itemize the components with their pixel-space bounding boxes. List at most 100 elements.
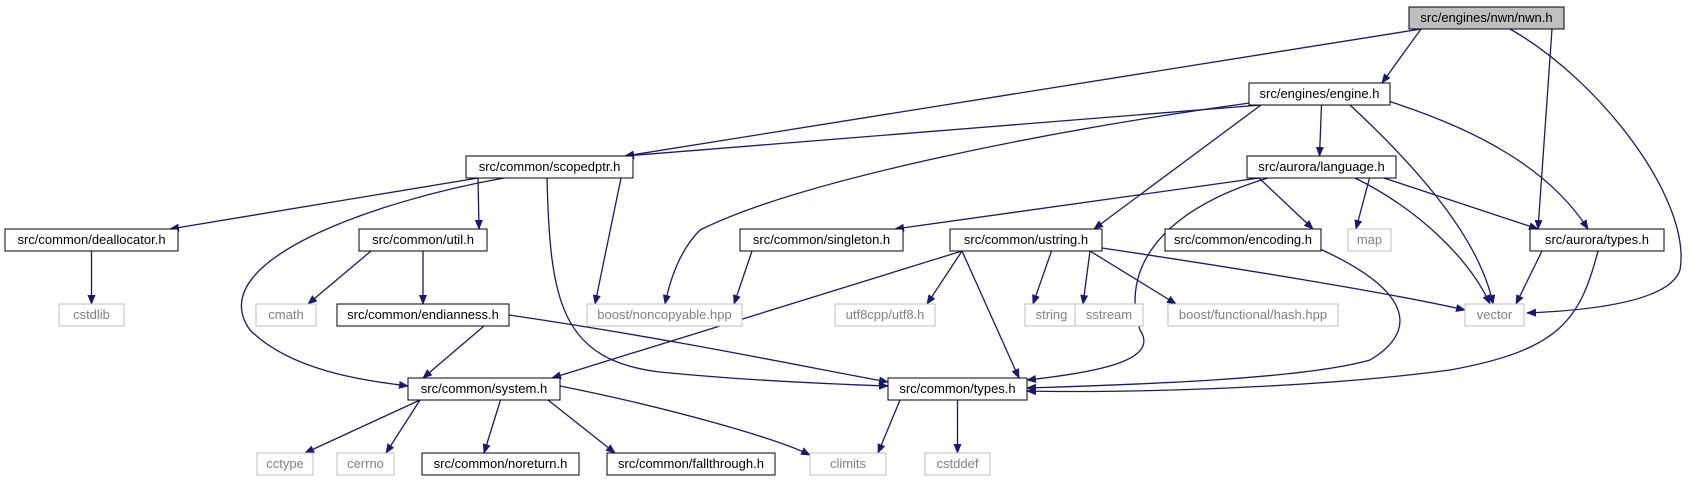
edge-system-to-cctype — [304, 399, 421, 454]
node-nwn[interactable]: src/engines/nwn/nwn.h — [1408, 6, 1565, 30]
node-map: map — [1347, 228, 1392, 252]
node-label-endianness: src/common/endianness.h — [347, 307, 499, 322]
edge-nwn-to-scopedptr — [624, 28, 1422, 159]
node-hash: boost/functional/hash.hpp — [1167, 303, 1339, 327]
node-label-cstddef: cstddef — [937, 456, 979, 471]
node-box-map — [1347, 228, 1392, 252]
node-label-map: map — [1357, 232, 1382, 247]
node-label-singleton: src/common/singleton.h — [753, 232, 890, 247]
node-scopedptr[interactable]: src/common/scopedptr.h — [465, 155, 634, 179]
node-climits: climits — [809, 452, 887, 476]
node-box-ustring — [949, 228, 1103, 252]
node-cstddef: cstddef — [924, 452, 991, 476]
edge-ustring-to-sstream — [1080, 250, 1091, 305]
node-label-climits: climits — [830, 456, 867, 471]
node-label-cctype: cctype — [266, 456, 304, 471]
node-label-commontypes: src/common/types.h — [899, 381, 1015, 396]
edge-engine-to-noncopyable — [662, 101, 1258, 305]
node-label-sstream: sstream — [1086, 307, 1132, 322]
node-box-climits — [809, 452, 887, 476]
node-label-language: src/aurora/language.h — [1258, 159, 1384, 174]
node-sstream: sstream — [1074, 303, 1144, 327]
node-label-hash: boost/functional/hash.hpp — [1179, 307, 1327, 322]
edge-system-to-cerrno — [385, 399, 421, 454]
node-cerrno: cerrno — [336, 452, 395, 476]
node-util[interactable]: src/common/util.h — [358, 228, 488, 252]
node-string: string — [1024, 303, 1079, 327]
edge-scopedptr-to-commontypes — [546, 177, 889, 390]
node-vector: vector — [1464, 303, 1525, 327]
edge-util-to-cmath — [307, 250, 372, 305]
node-box-deallocator — [4, 228, 179, 252]
edge-auroratypes-to-vector — [1515, 250, 1543, 305]
node-endianness[interactable]: src/common/endianness.h — [336, 303, 510, 327]
node-box-fallthrough — [606, 452, 776, 476]
node-label-encoding: src/common/encoding.h — [1174, 232, 1312, 247]
node-noreturn[interactable]: src/common/noreturn.h — [421, 452, 580, 476]
node-label-auroratypes: src/aurora/types.h — [1545, 232, 1649, 247]
node-label-cstdlib: cstdlib — [73, 307, 110, 322]
edge-auroratypes-to-commontypes — [1026, 250, 1599, 396]
node-box-sstream — [1074, 303, 1144, 327]
node-box-commontypes — [887, 377, 1028, 401]
edge-system-to-noreturn — [482, 399, 502, 454]
edge-nwn-to-engine — [1381, 28, 1422, 84]
node-label-fallthrough: src/common/fallthrough.h — [618, 456, 764, 471]
edge-language-to-singleton — [894, 177, 1260, 232]
node-label-vector: vector — [1477, 307, 1513, 322]
edge-ustring-to-utf8 — [926, 250, 963, 305]
node-label-scopedptr: src/common/scopedptr.h — [479, 159, 621, 174]
node-box-cerrno — [336, 452, 395, 476]
nodes-layer: src/engines/nwn/nwn.h src/engines/engine.… — [4, 6, 1665, 476]
node-commontypes[interactable]: src/common/types.h — [887, 377, 1028, 401]
node-auroratypes[interactable]: src/aurora/types.h — [1529, 228, 1665, 252]
node-deallocator[interactable]: src/common/deallocator.h — [4, 228, 179, 252]
node-label-nwn: src/engines/nwn/nwn.h — [1420, 10, 1552, 25]
edge-nwn-to-auroratypes — [1534, 28, 1553, 230]
edge-commontypes-to-climits — [877, 399, 901, 454]
edge-system-to-fallthrough — [547, 399, 616, 454]
node-box-hash — [1167, 303, 1339, 327]
edge-engine-to-ustring — [1093, 104, 1262, 230]
edge-scopedptr-to-deallocator — [169, 177, 479, 232]
node-label-cerrno: cerrno — [347, 456, 384, 471]
node-fallthrough[interactable]: src/common/fallthrough.h — [606, 452, 776, 476]
node-language[interactable]: src/aurora/language.h — [1246, 155, 1397, 179]
edge-engine-to-vector — [1349, 104, 1496, 305]
node-label-engine: src/engines/engine.h — [1260, 86, 1380, 101]
node-box-vector — [1464, 303, 1525, 327]
edge-scopedptr-to-noncopyable — [592, 177, 622, 305]
node-box-cmath — [255, 303, 317, 327]
node-box-nwn — [1408, 6, 1565, 30]
edge-engine-to-scopedptr — [624, 104, 1262, 160]
node-box-encoding — [1164, 228, 1322, 252]
node-cmath: cmath — [255, 303, 317, 327]
edge-ustring-to-vector — [1101, 247, 1466, 312]
node-box-noncopyable — [586, 303, 743, 327]
node-label-deallocator: src/common/deallocator.h — [17, 232, 165, 247]
node-box-singleton — [739, 228, 904, 252]
edge-encoding-to-commontypes — [1026, 248, 1401, 392]
edge-ustring-to-system — [551, 250, 963, 380]
edge-ustring-to-commontypes — [961, 250, 1020, 379]
node-box-auroratypes — [1529, 228, 1665, 252]
node-label-ustring: src/common/ustring.h — [964, 232, 1088, 247]
edge-endianness-to-system — [422, 325, 485, 379]
node-label-utf8: utf8cpp/utf8.h — [846, 307, 925, 322]
node-label-util: src/common/util.h — [372, 232, 474, 247]
node-cstdlib: cstdlib — [58, 303, 125, 327]
node-box-endianness — [336, 303, 510, 327]
edges-layer — [87, 28, 1682, 456]
node-engine[interactable]: src/engines/engine.h — [1248, 82, 1391, 106]
node-label-string: string — [1036, 307, 1068, 322]
edge-ustring-to-hash — [1089, 250, 1177, 305]
node-system[interactable]: src/common/system.h — [407, 377, 561, 401]
edge-engine-to-auroratypes — [1384, 99, 1589, 230]
node-encoding[interactable]: src/common/encoding.h — [1164, 228, 1322, 252]
node-singleton[interactable]: src/common/singleton.h — [739, 228, 904, 252]
edge-language-to-vector — [1354, 177, 1491, 305]
node-cctype: cctype — [256, 452, 314, 476]
node-box-cctype — [256, 452, 314, 476]
node-ustring[interactable]: src/common/ustring.h — [949, 228, 1103, 252]
